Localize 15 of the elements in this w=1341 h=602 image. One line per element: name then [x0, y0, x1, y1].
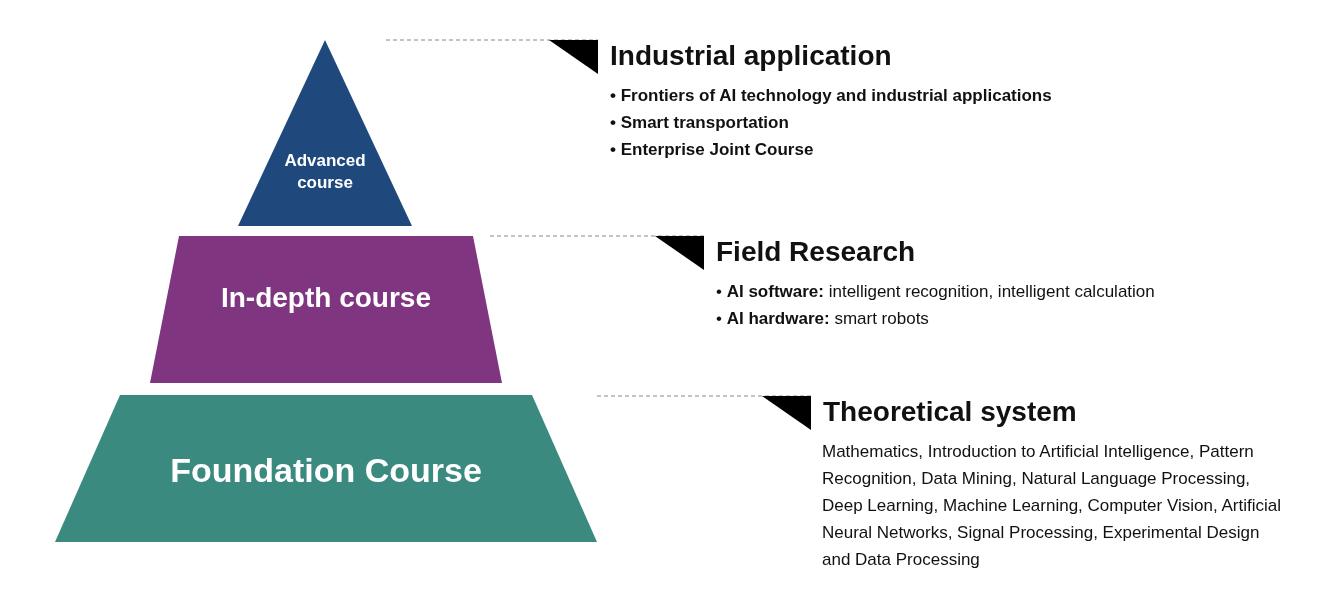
bullet-item: • Smart transportation	[610, 112, 790, 134]
bullet-item: • Enterprise Joint Course	[610, 139, 815, 161]
leader-line	[385, 39, 599, 74]
description-text: Mathematics, Introduction to Artificial Intelligence, Pattern Recognition, Data Mining, Natural Language Processing, Deep Learning, Machine Learning, Computer Vision, Artificial Neural Networks, Signal Processing, Experimental Design and Data Processing	[822, 441, 1282, 571]
section-heading: Industrial application	[610, 40, 892, 72]
bullet-item: • Frontiers of AI technology and industrial applications	[610, 85, 1053, 107]
section-heading: Field Research	[716, 236, 916, 268]
leader-line	[489, 235, 705, 270]
section-heading: Theoretical system	[823, 396, 1077, 428]
tier-label: In-depth course	[221, 282, 431, 313]
tier-label: Advanced course	[284, 151, 366, 192]
bullet-item: • AI software: intelligent recognition, intelligent calculation	[716, 281, 1156, 303]
leader-line	[596, 395, 812, 430]
bullet-item: • AI hardware: smart robots	[716, 308, 930, 330]
tier-label: Foundation Course	[170, 451, 482, 489]
